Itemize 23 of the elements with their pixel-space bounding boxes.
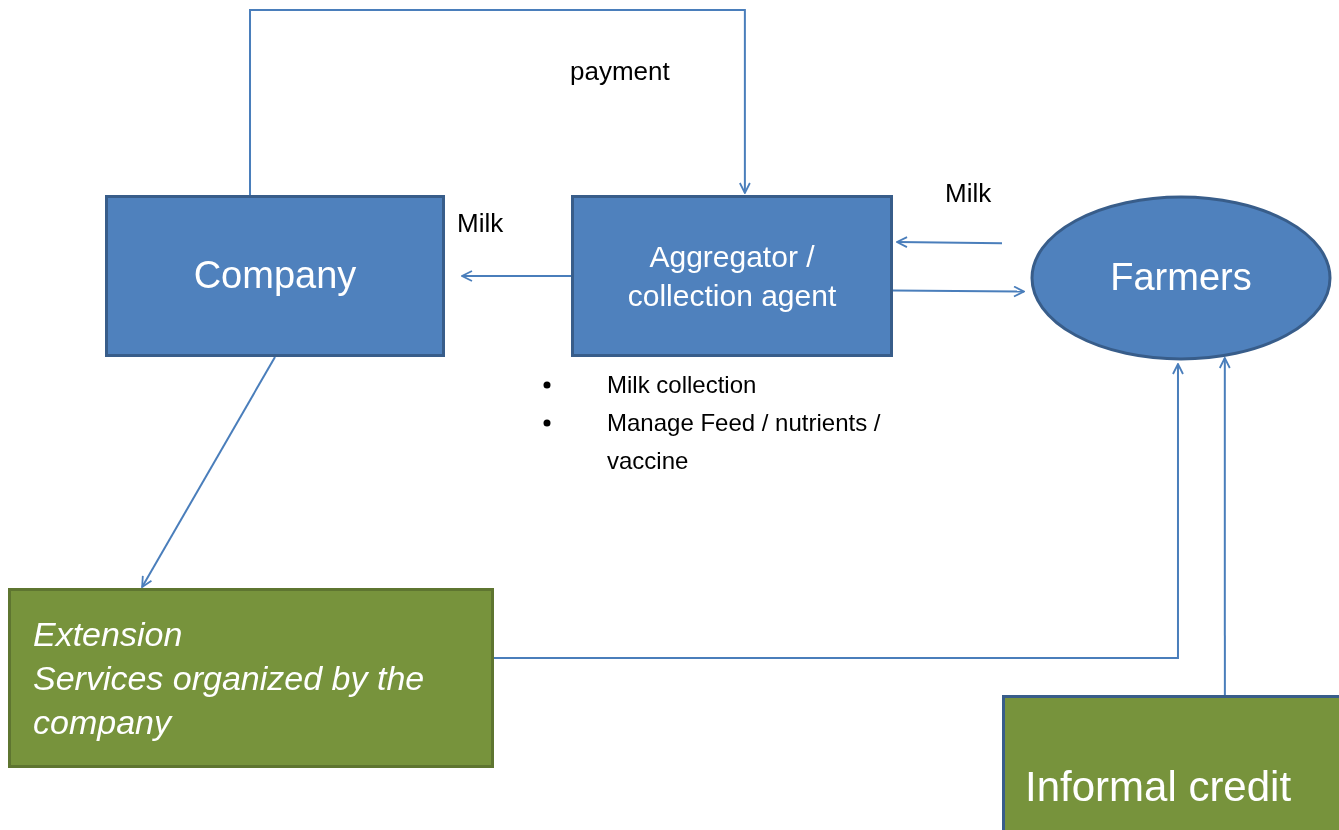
bullet-text: Milk collection <box>607 371 757 398</box>
node-label: Extension <box>33 613 183 655</box>
entity-box <box>571 195 893 357</box>
arrow <box>249 9 751 196</box>
arrow <box>896 236 1003 248</box>
edge-label: Milk <box>457 208 504 239</box>
service-box <box>8 588 494 768</box>
entity-ellipse <box>1030 195 1332 361</box>
node-label: Farmers <box>1110 255 1252 301</box>
arrow <box>461 270 572 282</box>
service-box <box>1002 695 1339 830</box>
arrow <box>892 285 1025 298</box>
node-label: Company <box>193 253 357 299</box>
arrow <box>493 363 1184 659</box>
arrow <box>1218 357 1231 696</box>
edge-label: Milk <box>945 178 992 209</box>
node-label: Services organized by the company <box>33 657 426 744</box>
node-label: Informal credit <box>1025 762 1292 813</box>
edge-label: payment <box>570 56 670 87</box>
node-label: Aggregator / collection agent <box>626 239 838 314</box>
arrow <box>141 356 276 588</box>
entity-box <box>105 195 445 357</box>
bullet-text: Manage Feed / nutrients / vaccine <box>607 409 881 474</box>
